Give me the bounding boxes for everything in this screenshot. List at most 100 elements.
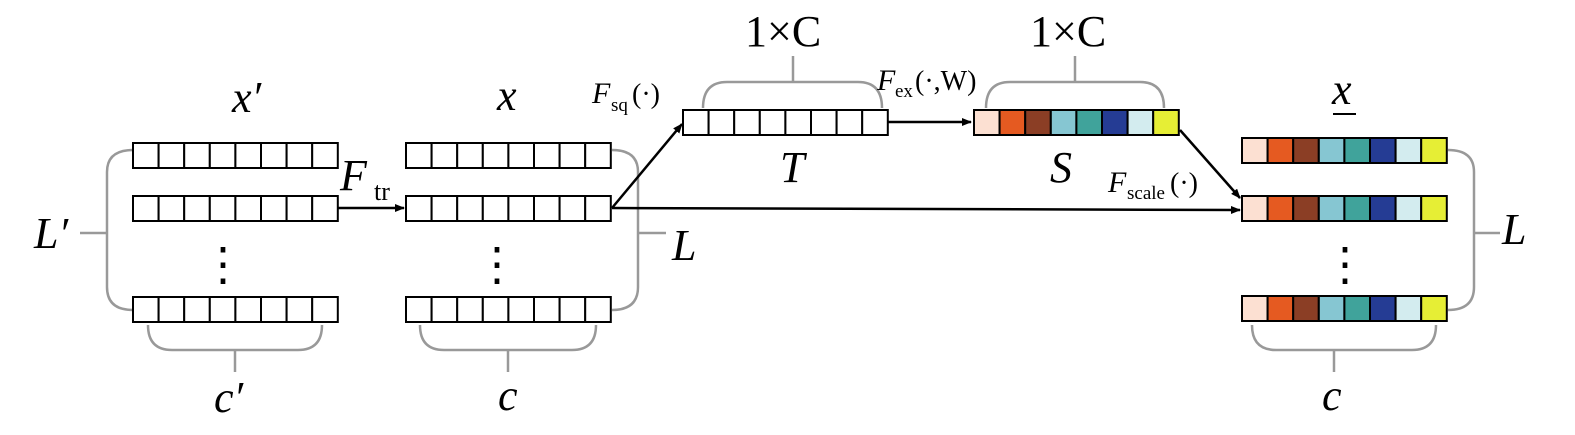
feature-cell: [1101, 109, 1129, 136]
feature-cell: [260, 142, 288, 169]
arrows: [338, 118, 1241, 214]
feature-cell: [998, 109, 1027, 136]
feature-cell: [285, 296, 314, 323]
feature-cell: [157, 142, 186, 169]
brace-c-prime: [146, 324, 324, 372]
feature-cell: [1292, 137, 1320, 164]
feature-cell: [208, 142, 237, 169]
label-Ftr-sub: tr: [374, 177, 390, 206]
label-Fscale-sub: scale: [1127, 183, 1165, 204]
feature-cell: [507, 296, 535, 323]
feature-cell: [1317, 195, 1346, 222]
feature-cell: [234, 296, 262, 323]
feature-cell: [1241, 195, 1269, 222]
feature-cell: [157, 195, 186, 222]
feature-cell: [682, 109, 710, 136]
feature-cell: [208, 195, 237, 222]
feature-cell: [533, 296, 561, 323]
feature-cell: [1343, 195, 1372, 222]
feature-cell: [558, 296, 587, 323]
feature-cell: [430, 296, 459, 323]
label-Fex-sub: ex: [895, 81, 913, 102]
label-L-prime: L′: [33, 209, 69, 258]
arrow-skip: [611, 205, 1241, 214]
feature-cell: [132, 195, 160, 222]
feature-cell: [132, 142, 160, 169]
feature-cell: [405, 142, 433, 169]
feature-cell: [1394, 137, 1423, 164]
brace-c-mid: [418, 324, 598, 372]
label-c-mid: c: [498, 371, 518, 420]
feature-cell: [405, 296, 433, 323]
feature-cell: [861, 109, 889, 136]
feature-cell: [507, 195, 535, 222]
feature-cell: [1024, 109, 1052, 136]
feature-cell: [1317, 295, 1346, 322]
feature-cell: [558, 142, 587, 169]
arrow-Fsq: [611, 123, 683, 209]
label-Fsq-main: F: [591, 77, 611, 110]
feature-cell: [183, 195, 211, 222]
feature-cell: [481, 142, 510, 169]
feature-cell: [285, 195, 314, 222]
feature-cell: [1343, 295, 1372, 322]
feature-cell: [311, 142, 339, 169]
feature-cell: [311, 195, 339, 222]
dots-mid: ⋮: [474, 239, 520, 290]
brace-L-right: [1447, 148, 1500, 312]
feature-cell: [1317, 137, 1346, 164]
feature-cell: [1369, 295, 1397, 322]
feature-cell: [260, 296, 288, 323]
row-xtilde-2: [1241, 195, 1448, 222]
arrow-Fscale: [1179, 129, 1241, 199]
label-L-mid: L: [671, 221, 696, 270]
feature-cell: [1266, 137, 1295, 164]
feature-cell: [430, 195, 459, 222]
feature-cell: [758, 109, 787, 136]
feature-cell: [1266, 295, 1295, 322]
feature-cell: [533, 142, 561, 169]
label-c-right: c: [1322, 371, 1342, 420]
brace-L-mid: [611, 148, 666, 312]
row-xprime-2: [132, 195, 339, 222]
feature-cell: [1292, 295, 1320, 322]
label-Fex-arg: (·,W): [915, 66, 976, 97]
feature-cell: [481, 296, 510, 323]
row-x-2: [405, 195, 612, 222]
label-Fex-main: F: [876, 64, 896, 97]
label-S: S: [1050, 143, 1072, 192]
feature-cell: [234, 142, 262, 169]
feature-cell: [132, 296, 160, 323]
feature-cell: [507, 142, 535, 169]
feature-cell: [1075, 109, 1104, 136]
feature-cell: [208, 296, 237, 323]
label-Fsq-sub: sq: [611, 95, 628, 116]
label-T: T: [780, 143, 808, 192]
feature-cell: [430, 142, 459, 169]
row-T: [682, 109, 889, 136]
feature-cell: [1394, 295, 1423, 322]
brace-T: [701, 56, 884, 109]
label-x-tilde: x: [1331, 65, 1356, 115]
feature-cell: [1420, 137, 1448, 164]
feature-cell: [584, 142, 612, 169]
feature-cell: [558, 195, 587, 222]
label-1xC-S: 1×C: [1030, 7, 1106, 56]
feature-cell: [1343, 137, 1372, 164]
label-1xC-T: 1×C: [745, 7, 821, 56]
row-x-1: [405, 142, 612, 169]
feature-cell: [1394, 195, 1423, 222]
label-Ftr-main: F: [339, 151, 368, 200]
row-S: [973, 109, 1180, 136]
label-x-tilde-text: x: [1331, 65, 1352, 114]
feature-cell: [1126, 109, 1155, 136]
feature-cell: [456, 296, 484, 323]
feature-rows: [132, 109, 1448, 323]
feature-cell: [1292, 195, 1320, 222]
feature-cell: [1369, 137, 1397, 164]
dots-right: ⋮: [1322, 239, 1368, 290]
row-xprime-3: [132, 296, 339, 323]
feature-cell: [311, 296, 339, 323]
row-xprime-1: [132, 142, 339, 169]
